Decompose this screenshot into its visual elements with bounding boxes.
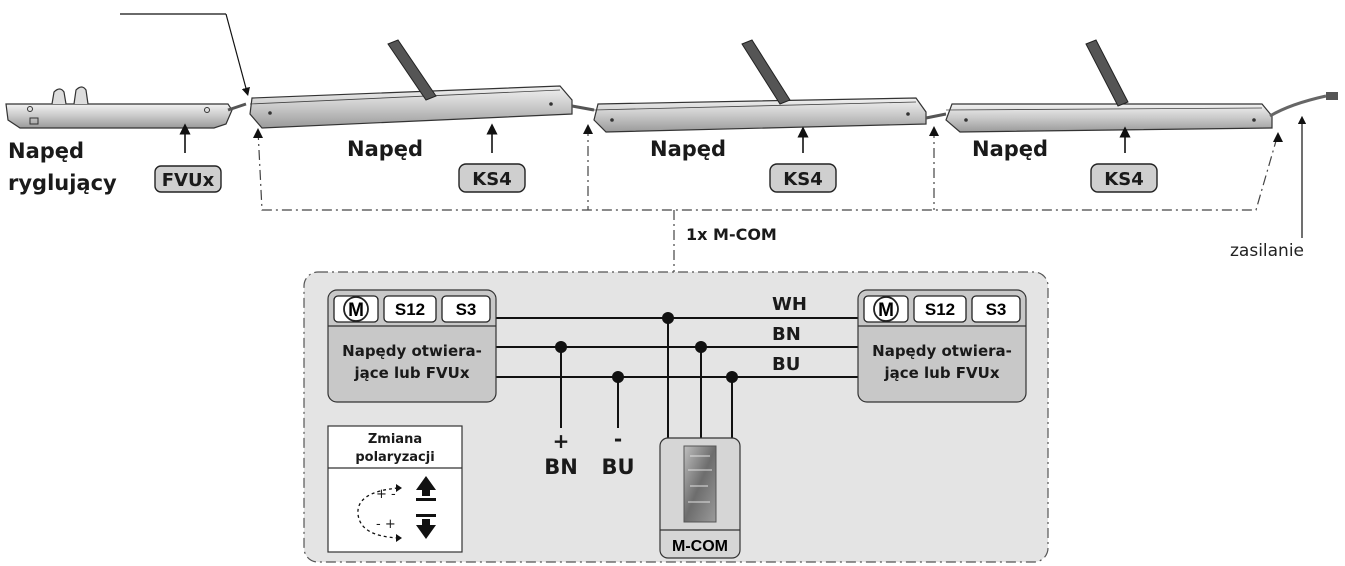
- polarity-title-1: Zmiana: [368, 432, 422, 447]
- drive-1-badge-text: KS4: [472, 169, 511, 190]
- drive-3-badge: KS4: [1090, 163, 1158, 193]
- terminal-bn-label: BN: [544, 455, 578, 479]
- right-module-m: M: [878, 300, 894, 321]
- drive-3-badge-text: KS4: [1104, 169, 1143, 190]
- left-module-text-1: Napędy otwiera-: [342, 342, 482, 360]
- drive-2-badge-text: KS4: [783, 169, 822, 190]
- terminal-plus-sign: +: [553, 429, 570, 453]
- drive-2-label: Napęd: [650, 137, 726, 161]
- fvux-badge-text: FVUx: [162, 170, 215, 191]
- left-module: M S12 S3 Napędy otwiera- jące lub FVUx: [327, 289, 497, 403]
- wire-wh-label: WH: [772, 294, 807, 315]
- power-label: zasilanie: [1230, 241, 1304, 261]
- left-module-m: M: [348, 300, 364, 321]
- bus-label: 1x M-COM: [686, 225, 777, 244]
- wire-bu-label: BU: [772, 354, 800, 375]
- drive-3-label: Napęd: [972, 137, 1048, 161]
- power-cable-illustration: [1269, 92, 1338, 118]
- terminal-bu-label: BU: [601, 455, 634, 479]
- wire-junction-dots: [555, 312, 738, 383]
- drive-2-illustration: [593, 39, 947, 133]
- polarity-sign-top: + -: [376, 487, 396, 502]
- swap-curve: [357, 487, 399, 539]
- left-module-text-2: jące lub FVUx: [353, 364, 469, 382]
- polarity-title-2: polaryzacji: [355, 450, 434, 465]
- locking-drive-illustration: [5, 86, 247, 129]
- drive-3-illustration: [945, 39, 1273, 133]
- drive-2-badge: KS4: [769, 163, 837, 193]
- top-pointer-line: [120, 13, 250, 97]
- mcom-module: M-COM: [659, 437, 741, 559]
- left-module-s12: S12: [395, 300, 425, 319]
- locking-drive-label-line1: Napęd: [8, 139, 84, 163]
- polarity-sign-bottom: - +: [376, 517, 396, 532]
- bus-line-arrowheads: [253, 124, 1283, 142]
- drive-1-label: Napęd: [347, 137, 423, 161]
- right-module-text-1: Napędy otwiera-: [872, 342, 1012, 360]
- fvux-badge: FVUx: [154, 165, 222, 193]
- right-module: M S12 S3 Napędy otwiera- jące lub FVUx: [857, 289, 1027, 403]
- motor-icon: [873, 296, 899, 322]
- arrow-down-icon: [416, 514, 436, 539]
- right-module-s12: S12: [925, 300, 955, 319]
- right-module-text-2: jące lub FVUx: [883, 364, 999, 382]
- motor-icon: [343, 296, 369, 322]
- terminal-minus-sign: -: [614, 427, 622, 451]
- mcom-label: M-COM: [672, 538, 728, 555]
- locking-drive-label-line2: ryglujący: [8, 171, 117, 195]
- circuit-board-icon: [683, 445, 717, 523]
- arrow-up-icon: [416, 476, 436, 501]
- bus-dashdot-lines: [257, 126, 1279, 272]
- drive-1-badge: KS4: [458, 163, 526, 193]
- wire-bn-label: BN: [772, 324, 801, 345]
- left-module-s3: S3: [456, 300, 477, 319]
- polarity-change-box: Zmiana polaryzacji + - - +: [327, 425, 463, 553]
- drive-1-illustration: [249, 39, 595, 129]
- right-module-s3: S3: [986, 300, 1007, 319]
- pointer-arrows: [179, 115, 1307, 238]
